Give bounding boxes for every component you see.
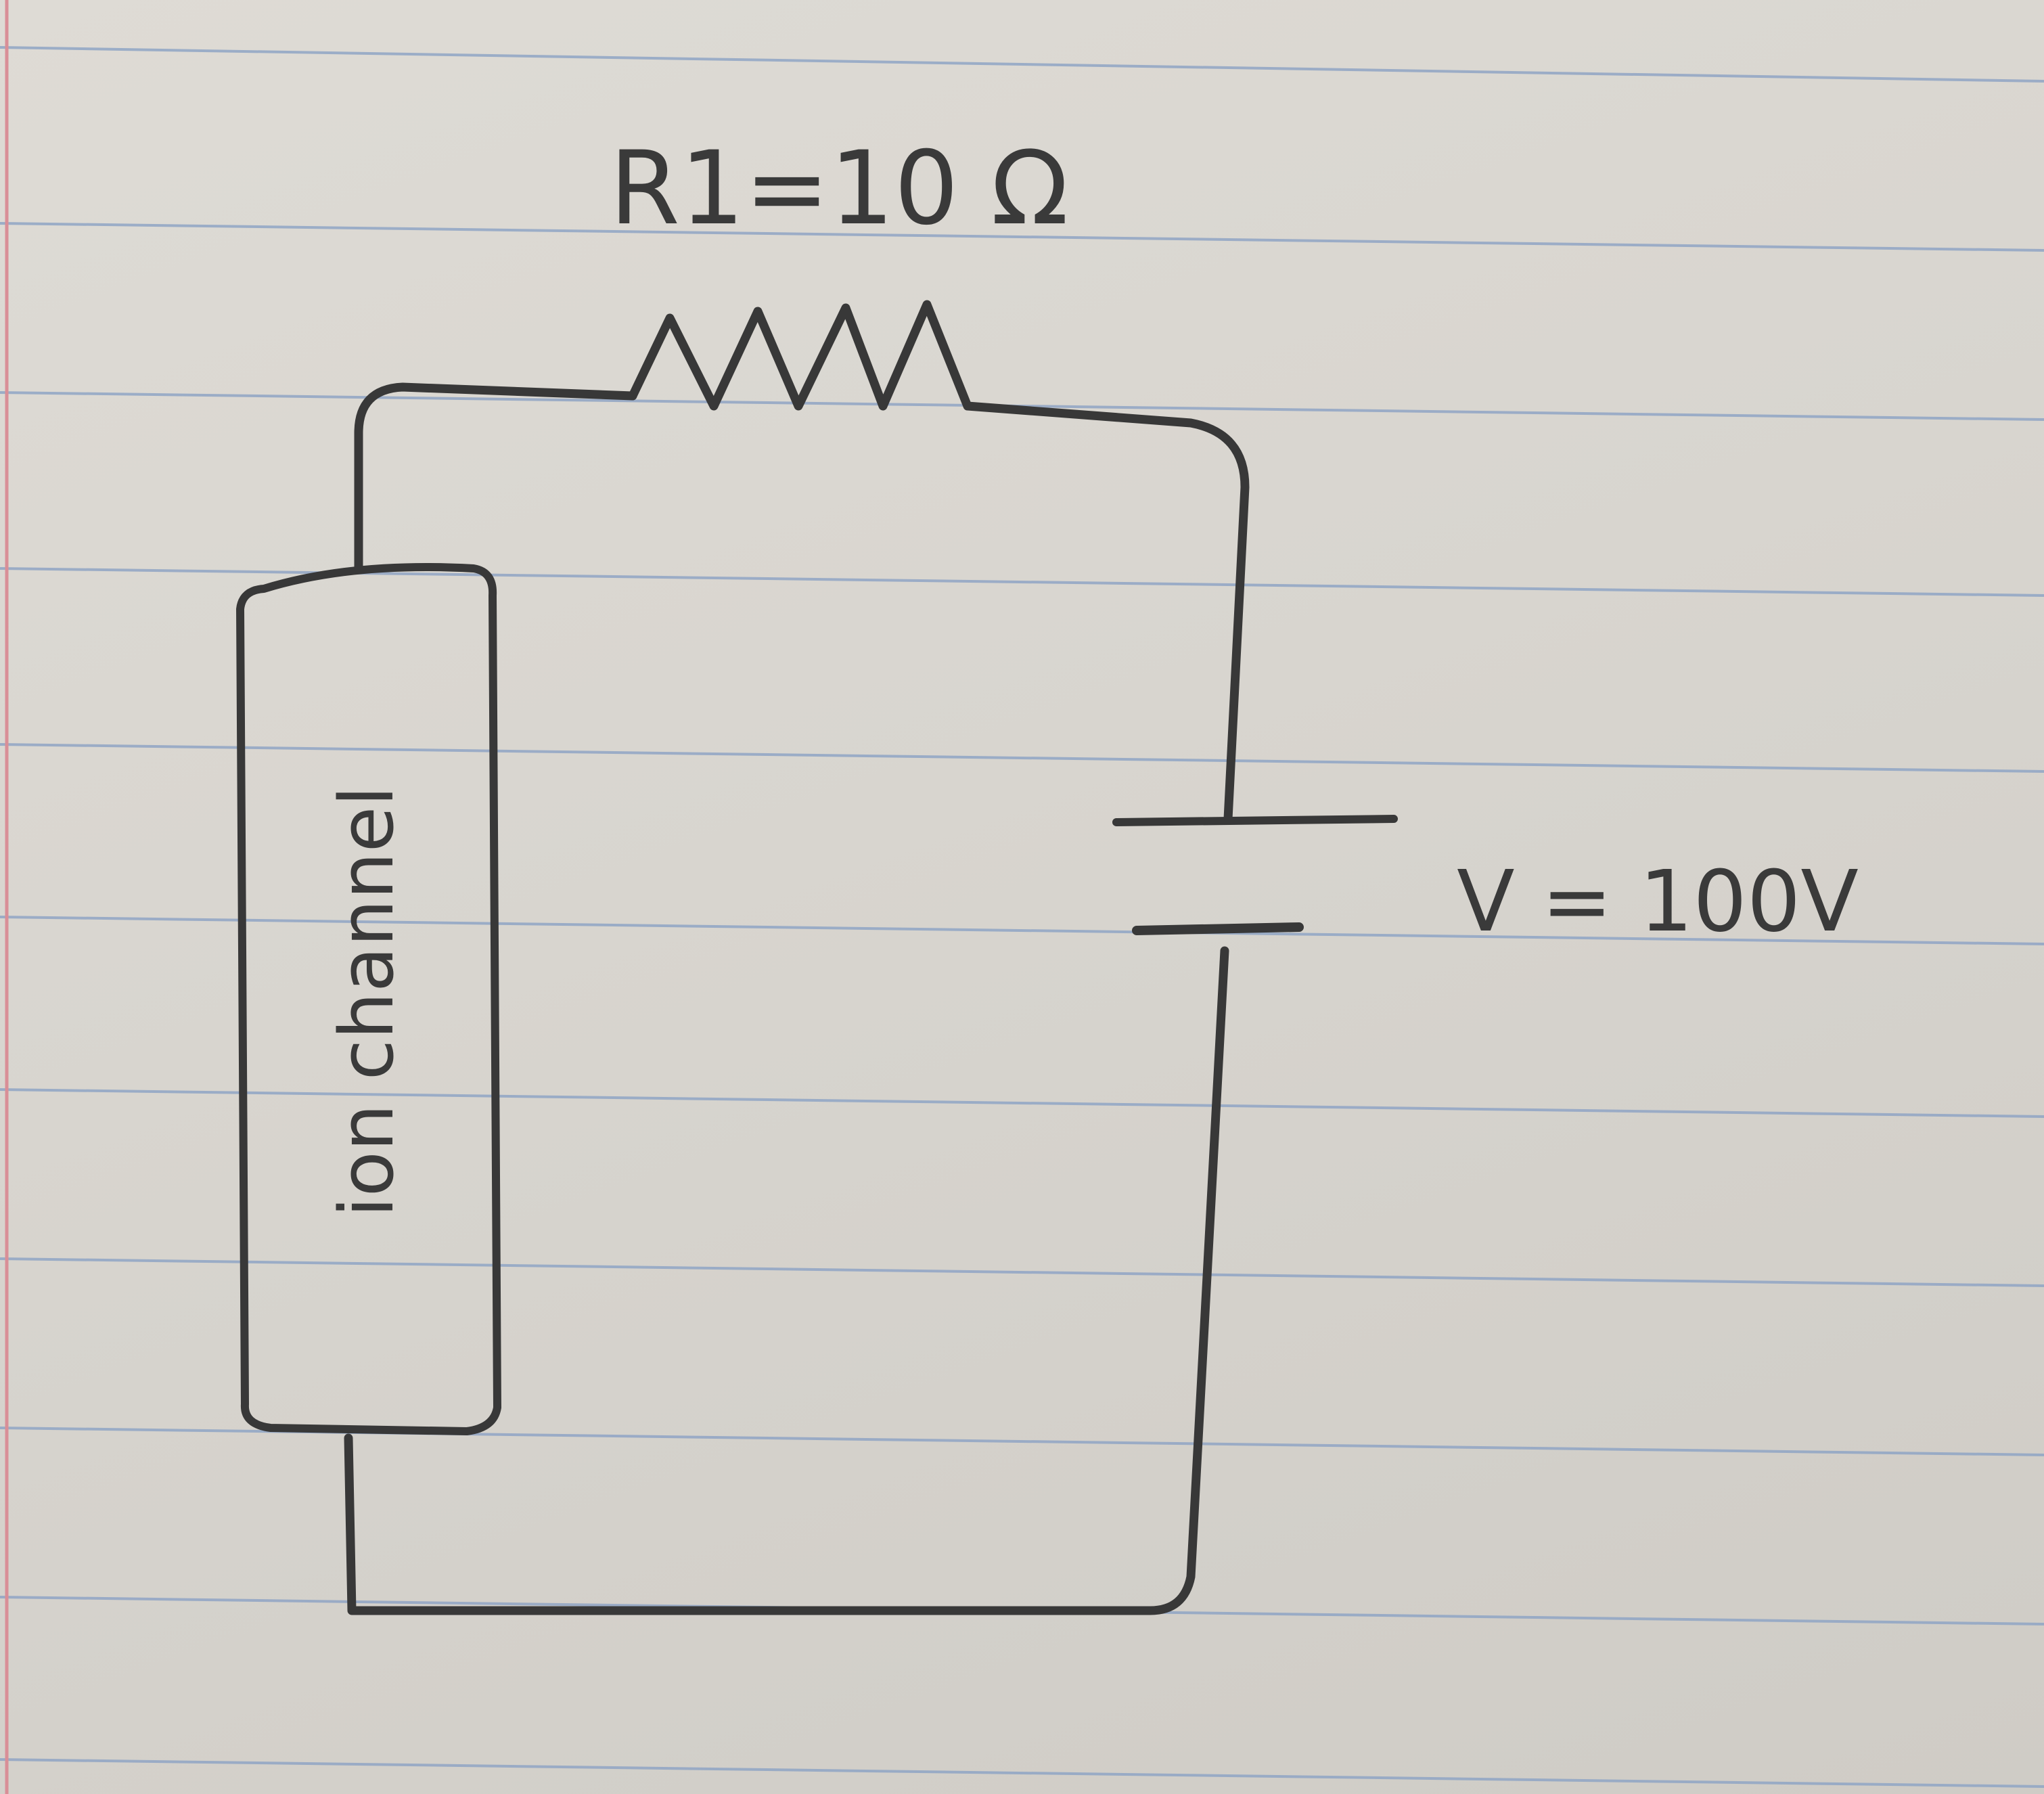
rule-line	[0, 1758, 2044, 1788]
rule-line	[0, 222, 2044, 252]
resistor-label: R1=10 Ω	[610, 130, 1069, 248]
ion-channel-label: ion channel	[323, 786, 410, 1217]
rule-line	[0, 1088, 2044, 1118]
rule-line	[0, 1257, 2044, 1287]
battery-symbol	[1112, 815, 1398, 935]
battery-short-plate	[1132, 922, 1304, 935]
circuit-wires	[344, 300, 1250, 1615]
rule-line	[0, 916, 2044, 945]
ion-channel-box	[236, 563, 501, 1435]
rule-line	[0, 743, 2044, 773]
wire-top-right	[963, 401, 1250, 824]
wire-bottom	[344, 946, 1229, 1615]
rule-line	[0, 46, 2044, 83]
battery-label: V = 100V	[1457, 853, 1859, 951]
resistor-symbol	[628, 300, 972, 411]
wire-top-left	[354, 382, 637, 573]
ruled-lines	[0, 46, 2044, 1788]
battery-long-plate	[1112, 815, 1398, 826]
